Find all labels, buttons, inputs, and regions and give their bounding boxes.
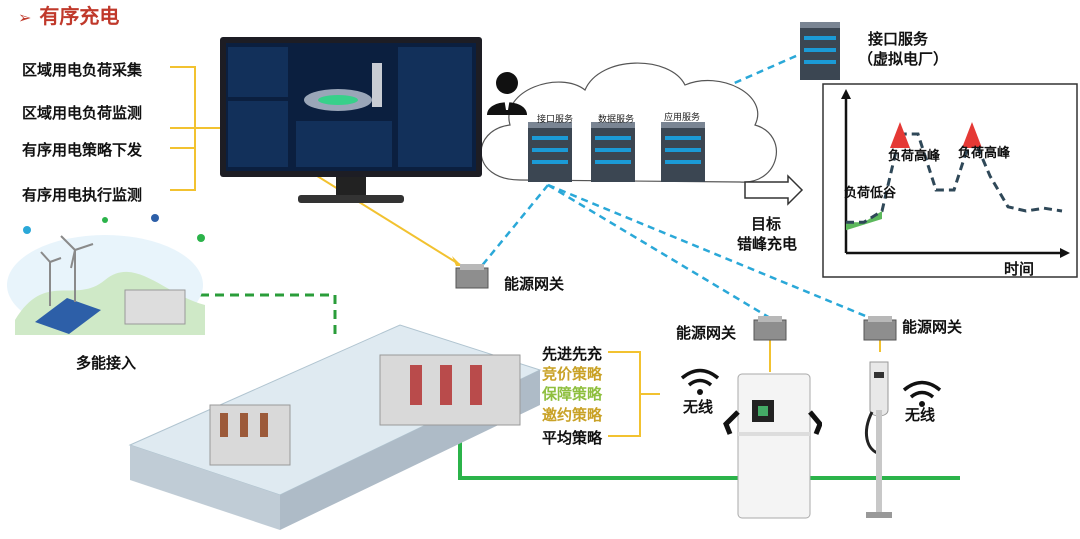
wifi-icon-1 bbox=[680, 368, 720, 395]
chart-series-line bbox=[846, 129, 1063, 224]
function-strategy-dispatch: 有序用电策略下发 bbox=[22, 141, 143, 159]
cloud-server-label-interface: 接口服务 bbox=[537, 115, 574, 125]
cloud-server-label-app: 应用服务 bbox=[664, 113, 701, 123]
chart-marks bbox=[846, 122, 1063, 231]
multi-energy-link bbox=[200, 293, 337, 340]
strategy-average: 平均策略 bbox=[542, 429, 603, 447]
strategy-bracket bbox=[608, 351, 660, 437]
chart-annotation-valley: 负荷低谷 bbox=[844, 185, 897, 200]
server-vpp-icon bbox=[800, 22, 840, 80]
gateway-icon-charger1 bbox=[753, 316, 787, 341]
wind-turbine-icon bbox=[40, 235, 94, 306]
chart-valley-fill bbox=[846, 211, 882, 231]
function-load-collection: 区域用电负荷采集 bbox=[22, 61, 143, 79]
chart-annotation-peak-2: 负荷高峰 bbox=[958, 145, 1011, 160]
gateway-icon-charger2 bbox=[863, 316, 897, 341]
energy-container-icon bbox=[128, 324, 542, 530]
gateway-label-charger1: 能源网关 bbox=[676, 324, 737, 342]
gateway-icon-main bbox=[455, 264, 489, 289]
wireless-label-2: 无线 bbox=[905, 406, 936, 424]
title-text: 有序充电 bbox=[39, 4, 120, 28]
chart-xlabel: 时间 bbox=[1004, 260, 1034, 278]
dc-charger-icon bbox=[723, 373, 822, 519]
page-title: ➢ 有序充电 bbox=[18, 0, 119, 29]
interface-service-label: 接口服务 bbox=[868, 30, 929, 48]
virtual-power-plant-label: （虚拟电厂） bbox=[858, 50, 949, 68]
wireless-label-1: 无线 bbox=[683, 398, 714, 416]
solar-panel-icon bbox=[35, 298, 101, 334]
chart-peak-marker-1 bbox=[890, 122, 910, 148]
strategy-bidding: 竞价策略 bbox=[542, 365, 603, 383]
ac-charger-icon bbox=[864, 361, 892, 518]
strategy-guarantee: 保障策略 bbox=[542, 385, 603, 403]
gateway-label-charger2: 能源网关 bbox=[902, 318, 963, 336]
target-label: 目标 bbox=[751, 215, 782, 233]
chart-x-arrow bbox=[1060, 248, 1070, 258]
server-interface-icon bbox=[528, 122, 572, 182]
function-execution-monitoring: 有序用电执行监测 bbox=[22, 186, 143, 204]
link-arrowhead bbox=[452, 256, 462, 266]
title-arrow-icon: ➢ bbox=[18, 8, 32, 27]
chart-frame bbox=[822, 83, 1078, 278]
chart-annotation-peak-1: 负荷高峰 bbox=[888, 148, 941, 163]
dashed-blue-links bbox=[479, 50, 881, 324]
substation-icon bbox=[124, 289, 186, 325]
monitor-icon bbox=[220, 37, 482, 203]
user-icon bbox=[487, 72, 527, 115]
server-data-icon bbox=[591, 122, 635, 182]
wifi-icon-2 bbox=[902, 380, 942, 407]
target-arrow bbox=[744, 174, 804, 206]
strategy-invitation: 邀约策略 bbox=[542, 406, 603, 424]
cloud-server-label-data: 数据服务 bbox=[598, 115, 635, 125]
multi-energy-label: 多能接入 bbox=[76, 354, 137, 372]
multi-energy-scene bbox=[7, 214, 205, 335]
function-bracket bbox=[170, 66, 235, 191]
target-peak-shift-label: 错峰充电 bbox=[737, 235, 798, 253]
strategy-first-come: 先进先充 bbox=[542, 345, 603, 363]
function-load-monitoring: 区域用电负荷监测 bbox=[22, 104, 143, 122]
server-app-icon bbox=[661, 122, 705, 182]
gateway-label-main: 能源网关 bbox=[504, 275, 565, 293]
load-chart: 时间 负荷低谷 负荷高峰 负荷高峰 bbox=[822, 83, 1078, 278]
chart-peak-marker-2 bbox=[962, 122, 982, 148]
chart-y-arrow bbox=[841, 89, 851, 99]
